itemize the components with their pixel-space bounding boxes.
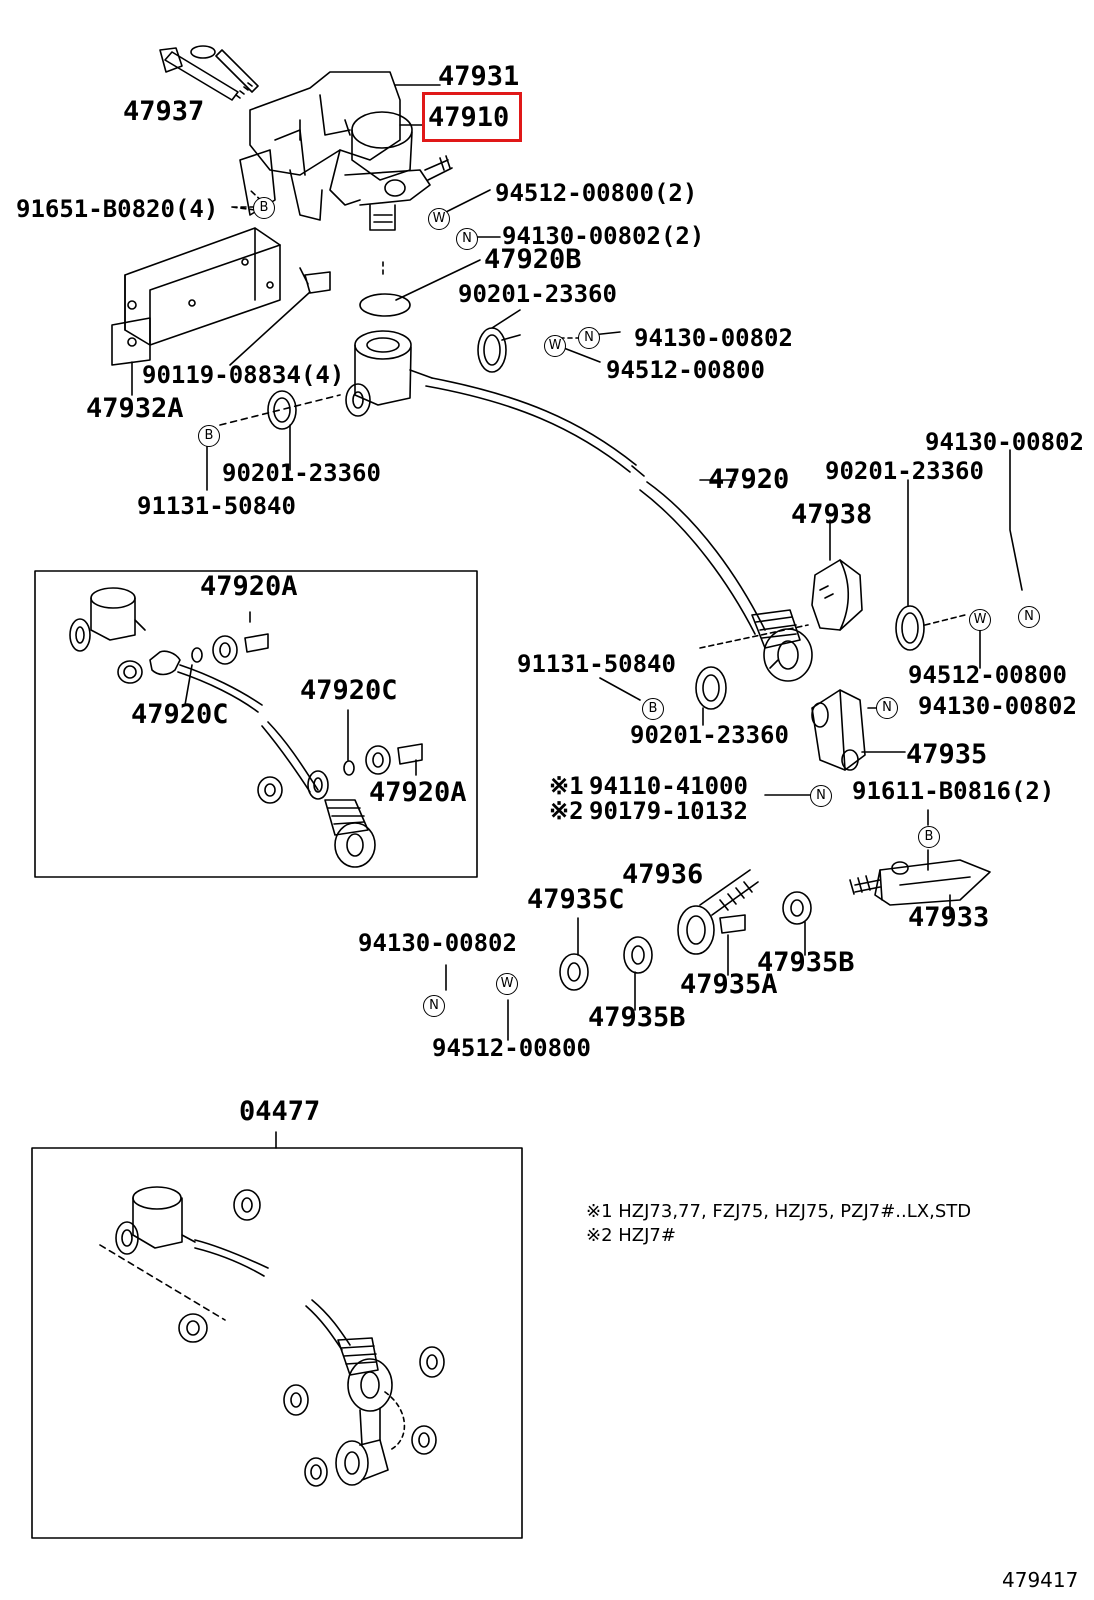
inset-box-2: [31, 1147, 523, 1539]
part-label-47920B[interactable]: 47920B: [484, 244, 582, 275]
part-label-90201-23360-c[interactable]: 90201-23360: [825, 457, 984, 485]
bolt-symbol: B: [918, 826, 940, 848]
part-label-47936[interactable]: 47936: [622, 859, 704, 890]
washer-symbol: W: [496, 973, 518, 995]
inset-1-drawing: [69, 587, 423, 868]
application-note-1: ※1 HZJ73,77, FZJ75, HZJ75, PZJ7#..LX,STD: [586, 1201, 972, 1222]
part-label-94512-00800-a[interactable]: 94512-00800(2): [495, 179, 698, 207]
part-label-90179-10132[interactable]: 90179-10132: [589, 797, 748, 825]
part-label-04477[interactable]: 04477: [239, 1096, 321, 1127]
figure-id: 479417: [1002, 1568, 1079, 1592]
part-label-91131-50840-b[interactable]: 91131-50840: [517, 650, 676, 678]
part-label-94130-00802-e[interactable]: 94130-00802: [358, 929, 517, 957]
part-label-47920C-a[interactable]: 47920C: [300, 675, 398, 706]
part-label-47935B-a[interactable]: 47935B: [757, 947, 855, 978]
part-label-47935B-b[interactable]: 47935B: [588, 1002, 686, 1033]
nut-symbol: N: [456, 228, 478, 250]
part-label-47920A-a[interactable]: 47920A: [200, 571, 298, 602]
part-label-47920A-b[interactable]: 47920A: [369, 777, 467, 808]
mark-note-1: ※1: [549, 772, 584, 800]
part-label-91651-B0820[interactable]: 91651-B0820(4): [16, 195, 219, 223]
part-label-47920[interactable]: 47920: [708, 464, 790, 495]
part-label-47935C[interactable]: 47935C: [527, 884, 625, 915]
part-label-47937[interactable]: 47937: [123, 96, 205, 127]
part-label-91131-50840-a[interactable]: 91131-50840: [137, 492, 296, 520]
part-label-47920C-b[interactable]: 47920C: [131, 699, 229, 730]
part-label-90201-23360-b[interactable]: 90201-23360: [222, 459, 381, 487]
mark-note-2: ※2: [549, 797, 584, 825]
part-label-94130-00802-d[interactable]: 94130-00802: [918, 692, 1077, 720]
part-label-90119-08834[interactable]: 90119-08834(4): [142, 361, 345, 389]
nut-symbol: N: [876, 697, 898, 719]
part-label-47938[interactable]: 47938: [791, 499, 873, 530]
part-label-47935A[interactable]: 47935A: [680, 969, 778, 1000]
part-label-90201-23360-d[interactable]: 90201-23360: [630, 721, 789, 749]
washer-symbol: W: [969, 609, 991, 631]
washer-symbol: W: [544, 335, 566, 357]
inset-box-1: [34, 570, 478, 878]
part-label-47932A[interactable]: 47932A: [86, 393, 184, 424]
part-label-90201-23360-a[interactable]: 90201-23360: [458, 280, 617, 308]
part-label-94512-00800-c[interactable]: 94512-00800: [908, 661, 1067, 689]
nut-symbol: N: [810, 785, 832, 807]
part-label-94512-00800-d[interactable]: 94512-00800: [432, 1034, 591, 1062]
application-note-2: ※2 HZJ7#: [586, 1225, 676, 1246]
bracket-47935-drawing: [811, 689, 906, 771]
part-label-47935[interactable]: 47935: [906, 739, 988, 770]
bolt-symbol: B: [642, 698, 664, 720]
highlight-box: [422, 92, 522, 142]
bracket-47932A-drawing: [111, 227, 331, 366]
link-top-drawing: [345, 330, 645, 477]
part-label-94130-00802-a[interactable]: 94130-00802(2): [502, 222, 705, 250]
nut-symbol: N: [1018, 606, 1040, 628]
part-label-94130-00802-c[interactable]: 94130-00802: [925, 428, 1084, 456]
bolt-symbol: B: [253, 197, 275, 219]
bushings-drawing: [559, 869, 812, 1011]
part-label-94110-41000[interactable]: 94110-41000: [589, 772, 748, 800]
part-label-47931[interactable]: 47931: [438, 61, 520, 92]
bolt-symbol: B: [198, 425, 220, 447]
bracket-47933-drawing: [849, 859, 991, 916]
washer-symbol: W: [428, 208, 450, 230]
inset-2-drawing: [99, 1186, 445, 1487]
valve-47910-drawing: [239, 71, 453, 276]
part-label-47933[interactable]: 47933: [908, 902, 990, 933]
bolt-47937-drawing: [159, 45, 259, 101]
part-label-94130-00802-b[interactable]: 94130-00802: [634, 324, 793, 352]
cover-47938-drawing: [811, 519, 863, 631]
nut-symbol: N: [423, 995, 445, 1017]
part-label-47910[interactable]: 47910: [428, 102, 510, 133]
part-label-91611-B0816[interactable]: 91611-B0816(2): [852, 777, 1055, 805]
part-label-94512-00800-b[interactable]: 94512-00800: [606, 356, 765, 384]
nut-symbol: N: [578, 327, 600, 349]
